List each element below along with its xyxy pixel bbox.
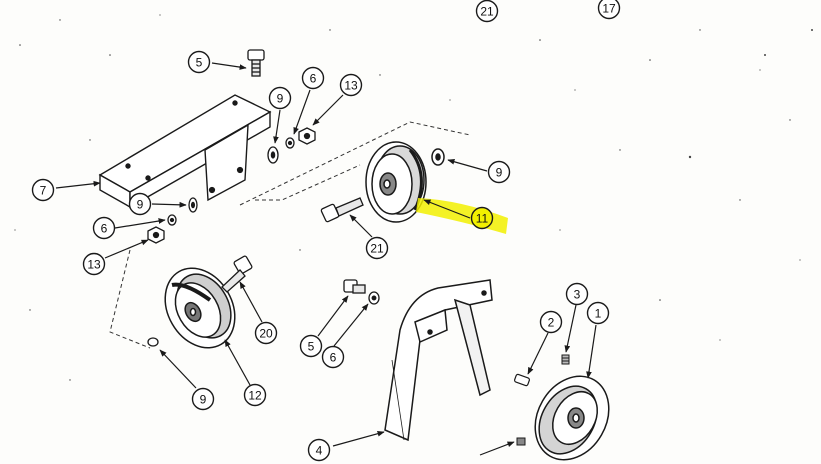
callout-c-9-bottom: 9 — [191, 387, 215, 411]
leader-lines — [55, 62, 597, 456]
bracket-part-7 — [98, 94, 272, 209]
callout-c-9-left: 9 — [128, 192, 152, 216]
washer-part-9-bottom — [147, 337, 159, 347]
callout-circle — [243, 383, 267, 407]
callout-circle — [487, 160, 511, 184]
callout-c-6-lower: 6 — [321, 345, 345, 369]
callout-c-13-upper: 13 — [339, 73, 363, 97]
callout-circle — [31, 178, 55, 202]
dashed-group-outlines — [109, 121, 471, 349]
key-part-2 — [514, 373, 530, 387]
callout-label: 11 — [476, 212, 489, 226]
callout-circle — [299, 334, 323, 358]
callout-c-2-key: 2 — [539, 310, 563, 334]
callout-circle — [82, 252, 106, 276]
callout-label: 9 — [200, 393, 207, 407]
callout-label: 21 — [370, 242, 384, 256]
callout-c-21-top: 21 — [475, 0, 499, 23]
callout-circle — [339, 73, 363, 97]
pulley-part-12 — [164, 267, 236, 349]
callout-label: 20 — [259, 327, 273, 341]
callout-circle — [539, 310, 563, 334]
callout-circle — [92, 216, 116, 240]
callout-label: 2 — [548, 316, 555, 330]
left-hardware — [147, 197, 198, 244]
callout-label: 21 — [480, 5, 494, 19]
callout-c-20-bolt: 20 — [254, 321, 278, 345]
idler-pulley-part-11 — [365, 141, 445, 223]
callout-label: 9 — [137, 198, 144, 212]
callout-label: 6 — [101, 222, 108, 236]
callout-label: 5 — [196, 56, 203, 70]
callout-label: 6 — [330, 351, 337, 365]
callout-c-1-pulley: 1 — [586, 301, 610, 325]
callout-c-3-setscrew: 3 — [565, 282, 589, 306]
callout-circle — [321, 345, 345, 369]
callout-c-13-left: 13 — [82, 252, 106, 276]
callout-c-6-left: 6 — [92, 216, 116, 240]
callout-circle — [586, 301, 610, 325]
scan-speckles — [14, 14, 813, 381]
callout-c-17-top: 17 — [597, 0, 621, 20]
setscrew-lower — [516, 437, 526, 446]
bolt-part-20 — [221, 255, 253, 293]
callout-label: 9 — [496, 166, 503, 180]
callout-circle — [470, 206, 494, 230]
callout-label: 5 — [308, 340, 315, 354]
callout-c-11-pulley: 11 — [470, 206, 494, 230]
callout-circle — [597, 0, 621, 20]
callout-label: 9 — [277, 92, 284, 106]
callout-circle — [307, 438, 331, 462]
upper-hardware — [267, 127, 316, 164]
callout-circle — [565, 282, 589, 306]
callout-balloons: 21 17 5 9 6 13 7 9 6 13 9 11 21 20 12 9 5 6 2 31 4 — [31, 0, 621, 462]
callout-circle — [475, 0, 499, 23]
callout-circle — [128, 192, 152, 216]
callout-c-21-mid: 21 — [365, 236, 389, 260]
callout-label: 7 — [40, 184, 47, 198]
callout-circle — [268, 86, 292, 110]
callout-label: 3 — [574, 288, 581, 302]
callout-circle — [301, 66, 325, 90]
callout-circle — [187, 50, 211, 74]
lower-hardware — [343, 279, 380, 305]
callout-c-9-right: 9 — [487, 160, 511, 184]
callout-circle — [365, 236, 389, 260]
callout-c-5-bolt: 5 — [187, 50, 211, 74]
highlight-marker-stroke — [416, 198, 508, 234]
callout-label: 12 — [248, 389, 262, 403]
bolt-part-5 — [247, 49, 265, 77]
callout-c-6-upper: 6 — [301, 66, 325, 90]
callout-circle — [254, 321, 278, 345]
drive-pulley-part-1 — [534, 375, 610, 461]
callout-label: 13 — [344, 79, 358, 93]
setscrew-part-3 — [561, 354, 570, 365]
callout-label: 17 — [602, 2, 616, 16]
bolt-part-21 — [320, 197, 364, 223]
callout-c-7-bracket: 7 — [31, 178, 55, 202]
callout-label: 4 — [316, 444, 323, 458]
callout-c-4-arm: 4 — [307, 438, 331, 462]
callout-label: 6 — [310, 72, 317, 86]
callout-label: 13 — [87, 258, 101, 272]
callout-c-9-upper: 9 — [268, 86, 292, 110]
callout-label: 1 — [595, 307, 602, 321]
callout-c-5-lower: 5 — [299, 334, 323, 358]
support-arm-part-4 — [384, 279, 493, 442]
callout-c-12-pulley: 12 — [243, 383, 267, 407]
callout-circle — [191, 387, 215, 411]
